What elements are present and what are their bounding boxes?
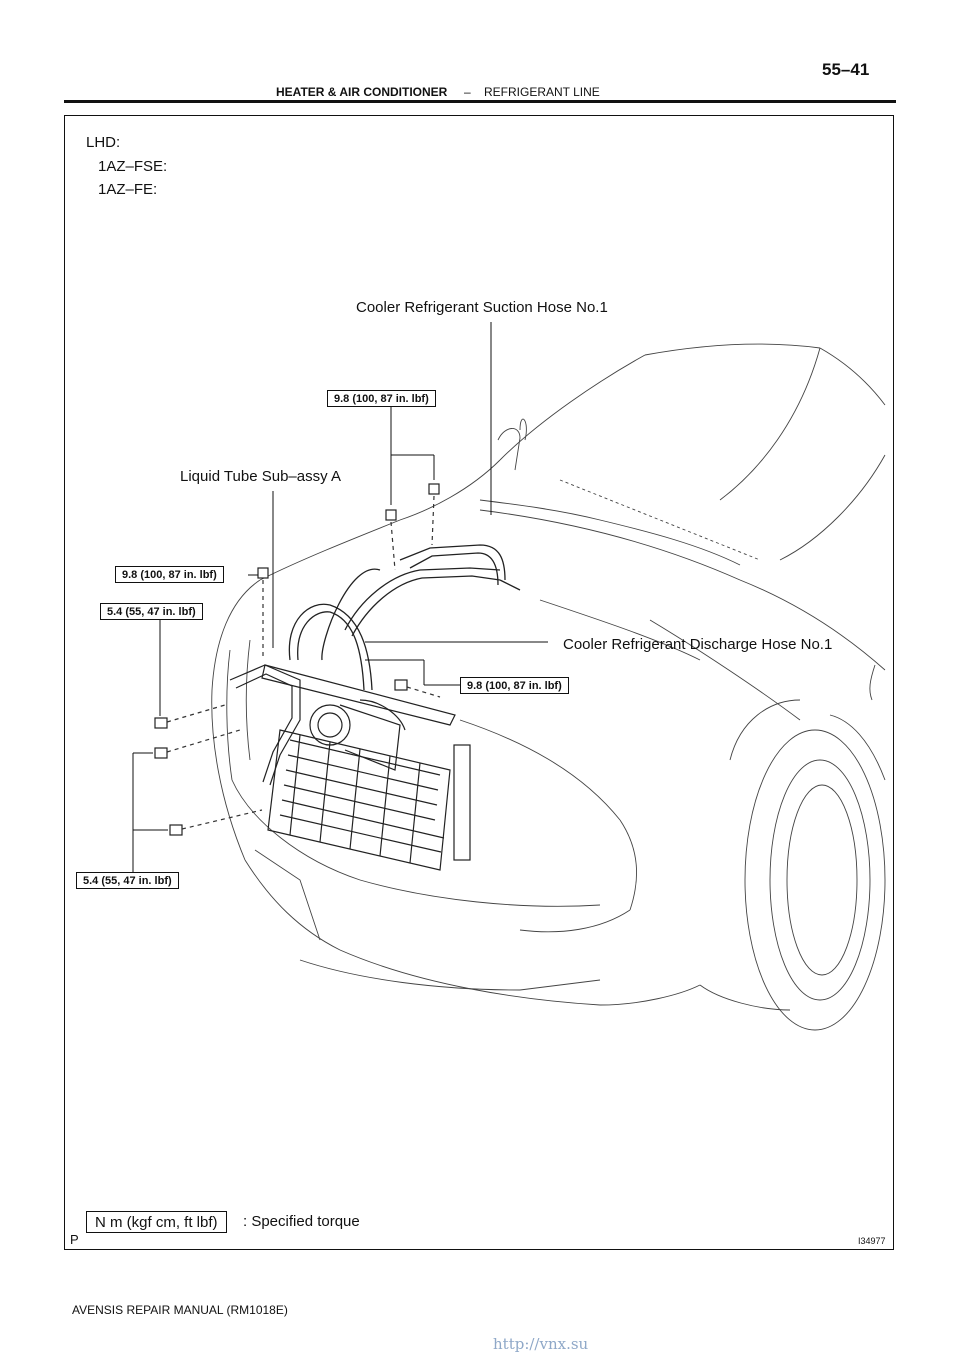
- leader-lines: [132, 322, 548, 872]
- compressor: [309, 699, 406, 771]
- bolts: [154, 483, 440, 836]
- torque-spec-left-lower: 5.4 (55, 47 in. lbf): [76, 872, 179, 889]
- torque-spec-left-upper: 9.8 (100, 87 in. lbf): [115, 566, 224, 583]
- section-title: HEATER & AIR CONDITIONER: [276, 85, 448, 99]
- suction-hose-label: Cooler Refrigerant Suction Hose No.1: [356, 299, 608, 316]
- figure-id: I34977: [858, 1236, 886, 1246]
- engine-label-1azfe: 1AZ–FE:: [98, 181, 158, 198]
- torque-spec-right: 9.8 (100, 87 in. lbf): [460, 677, 569, 694]
- engine-label-1azfse: 1AZ–FSE:: [98, 158, 168, 175]
- subsection-title: REFRIGERANT LINE: [484, 85, 600, 99]
- liquid-tube: [229, 664, 301, 786]
- condenser: [261, 664, 471, 871]
- header-rule: [64, 100, 896, 103]
- page-number: 55–41: [822, 60, 870, 79]
- watermark-link[interactable]: http://vnx.su: [493, 1335, 589, 1353]
- section-separator: –: [464, 85, 471, 99]
- discharge-hose-label: Cooler Refrigerant Discharge Hose No.1: [563, 636, 833, 653]
- torque-spec-top: 9.8 (100, 87 in. lbf): [327, 390, 436, 407]
- liquid-tube-label: Liquid Tube Sub–assy A: [180, 468, 341, 485]
- torque-spec-left-mid: 5.4 (55, 47 in. lbf): [100, 603, 203, 620]
- figure-frame: [64, 115, 894, 1250]
- manual-footer: AVENSIS REPAIR MANUAL (RM1018E): [72, 1303, 288, 1317]
- install-guides: [166, 495, 441, 830]
- drive-variant-label: LHD:: [86, 134, 121, 151]
- car-body-outline: [211, 343, 886, 1031]
- p-mark: P: [70, 1232, 79, 1247]
- refrigerant-hoses: [288, 544, 521, 691]
- torque-legend-text: : Specified torque: [243, 1213, 360, 1230]
- torque-unit-legend-box: N m (kgf cm, ft lbf): [86, 1211, 227, 1233]
